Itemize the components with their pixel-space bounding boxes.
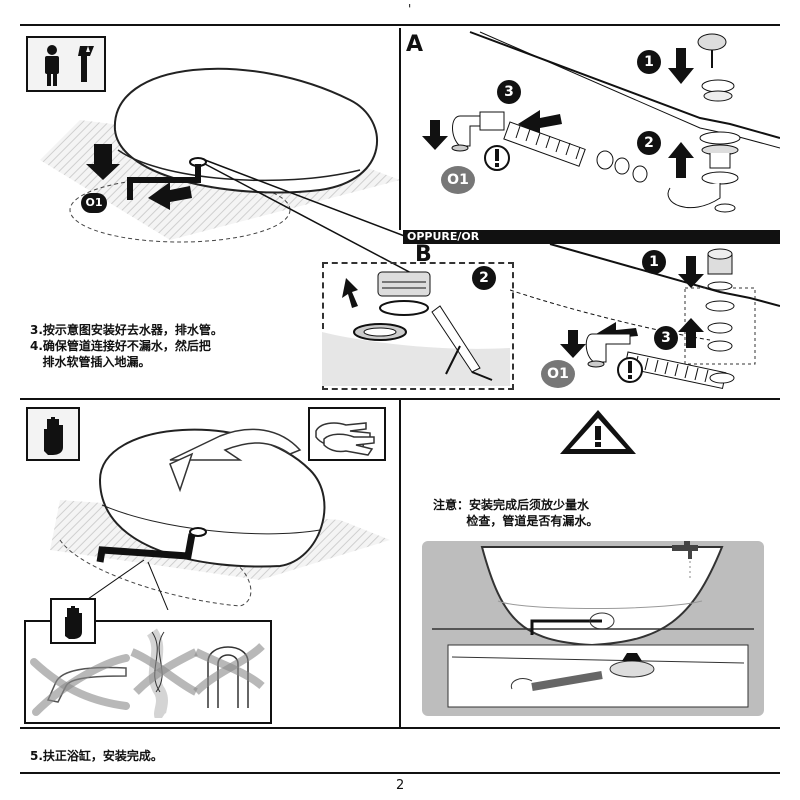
panel-b-callout-1: 1: [642, 250, 666, 274]
panel-divider-label: OPPURE/OR: [407, 230, 480, 243]
wrench-icon: [78, 46, 94, 82]
lower-rule: [20, 727, 780, 729]
gloves-icon-box: [308, 407, 386, 461]
step-5-text: 5.扶正浴缸，安装完成。: [30, 749, 163, 763]
warning-icon: [560, 410, 636, 454]
hand-icon-box-small: [50, 598, 96, 644]
panel-divider-bar: [403, 230, 780, 244]
person-icon: [45, 45, 59, 86]
overview-o1-badge: O1: [81, 193, 107, 213]
panel-a-callout-3: 3: [497, 80, 521, 104]
page-number: 2: [396, 778, 405, 793]
top-rule: [20, 24, 780, 26]
panel-b-illustration: [510, 243, 780, 390]
panel-a-callout-2: 2: [637, 131, 661, 155]
panel-a-callout-1: 1: [637, 50, 661, 74]
gloves-icon: [315, 422, 375, 456]
panel-b-detail-frame: [322, 262, 514, 390]
panel-b-callout-3: 3: [654, 326, 678, 350]
tools-icon-box: [26, 36, 106, 92]
hand-icon: [65, 606, 82, 639]
panel-a-illustration: [422, 31, 780, 213]
panel-b-o1-badge: O1: [541, 360, 575, 388]
panel-b-callout-2: 2: [472, 266, 496, 290]
panel-a-letter: A: [406, 32, 424, 57]
vertical-divider: [399, 399, 401, 727]
overview-illustration: [40, 67, 416, 276]
hose-mistakes-illustration: [30, 628, 265, 718]
panel-a-frame: [399, 28, 782, 230]
panel-b-detail-illustration: [322, 271, 510, 386]
panel-b-letter: B: [415, 242, 432, 267]
hand-icon-box: [26, 407, 80, 461]
tub-position-illustration: [50, 428, 390, 610]
panel-a-o1-badge: O1: [441, 166, 475, 194]
hand-icon: [44, 417, 63, 455]
steps-3-4-text: 3.按示意图安装好去水器，排水管。 4.确保管道连接好不漏水，然后把 排水软管插…: [30, 323, 223, 369]
top-mark: ': [408, 2, 412, 16]
warning-text: 注意：安装完成后须放少量水 检查，管道是否有漏水。: [433, 498, 599, 528]
leak-check-illustration: [432, 541, 754, 708]
faucet-icon: [672, 541, 698, 559]
bottom-rule: [20, 772, 780, 774]
